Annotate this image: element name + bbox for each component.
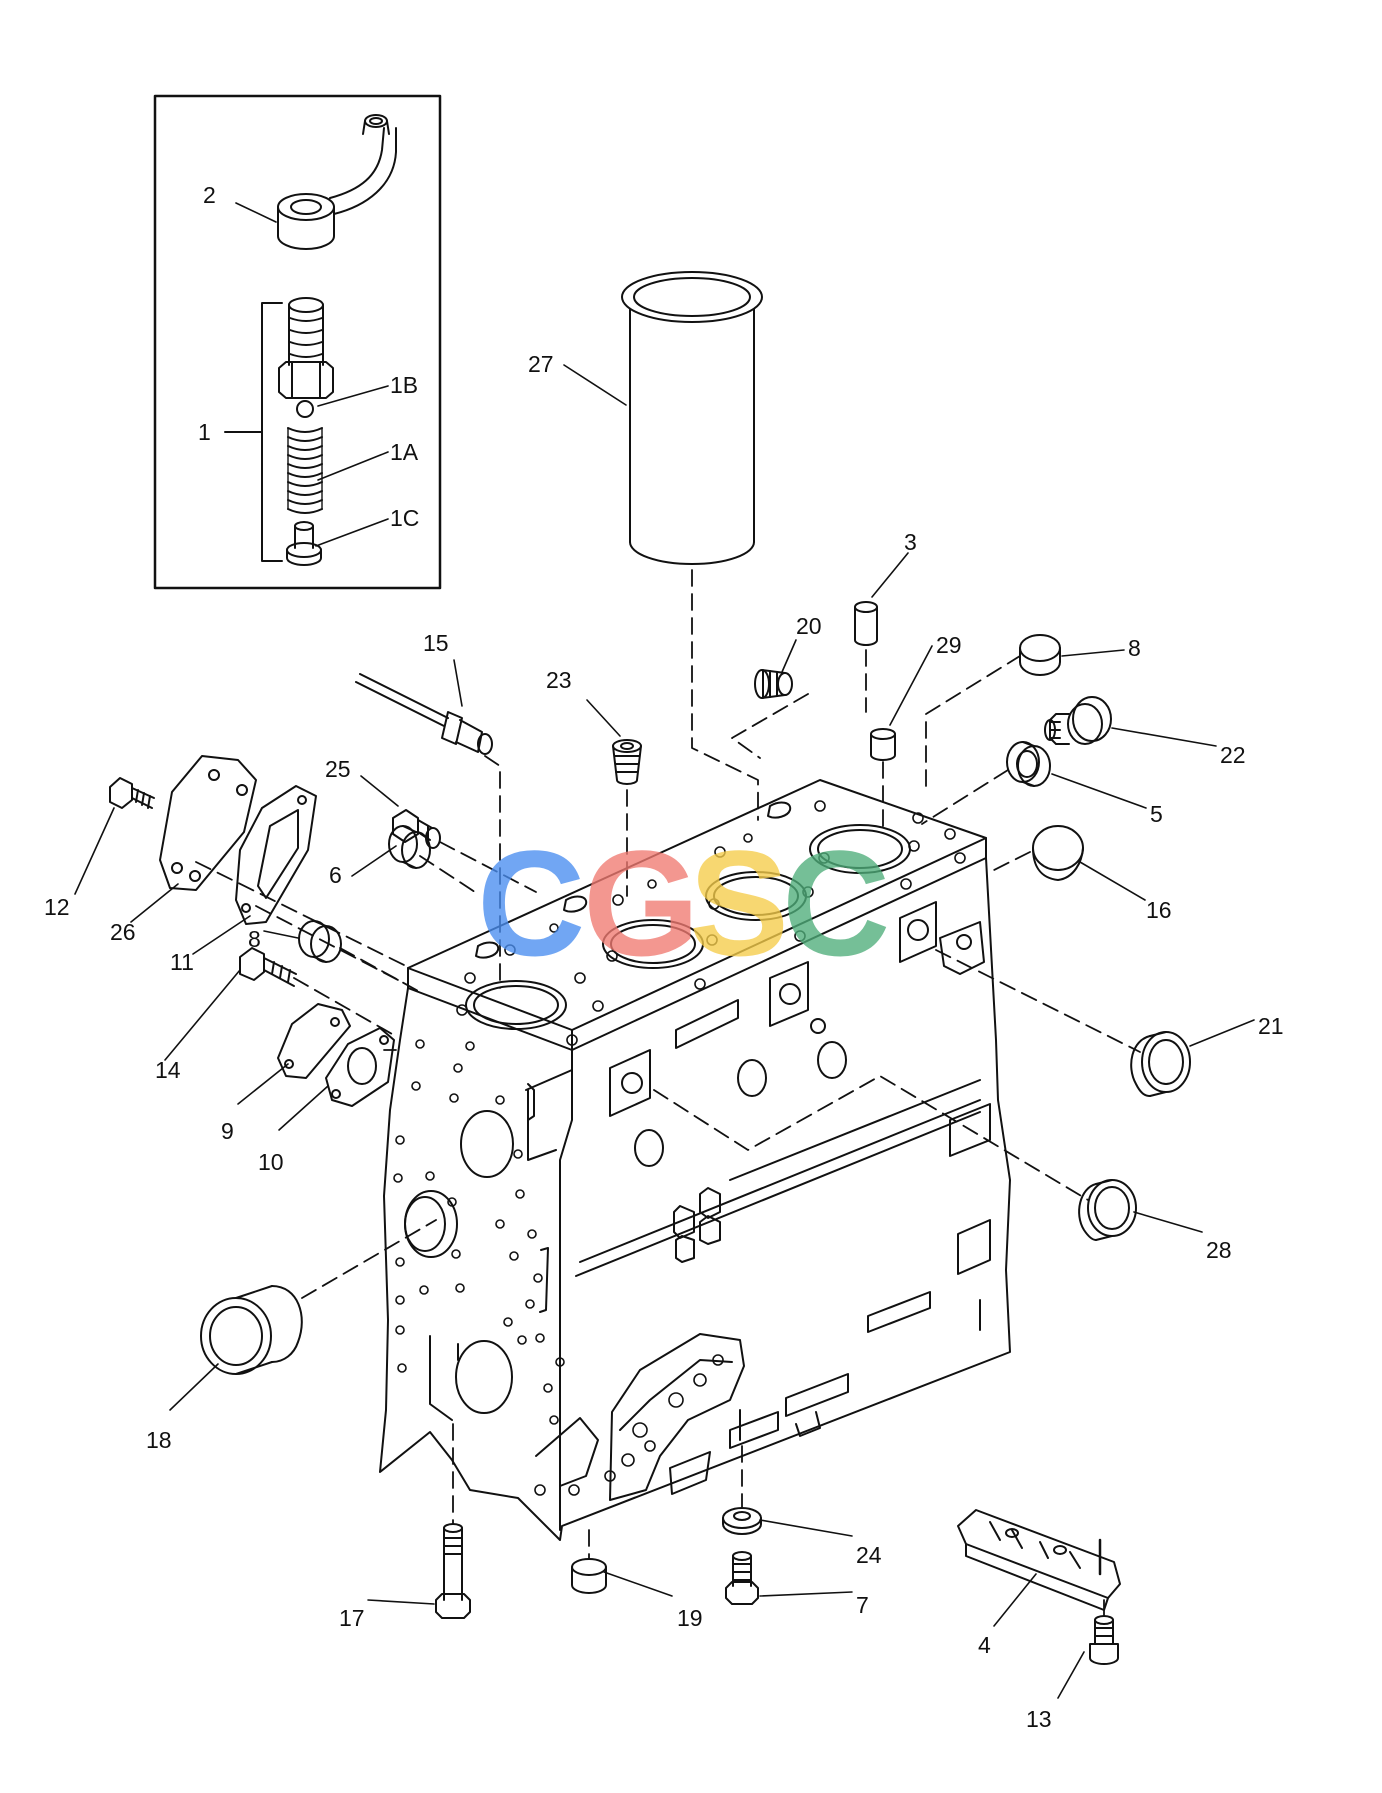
- callout-17: 17: [339, 1605, 365, 1631]
- small-plug-part: [870, 728, 896, 761]
- sensor-rod-part: [355, 673, 493, 755]
- callout-7: 7: [856, 1592, 869, 1618]
- long-bolt-part: [435, 1523, 471, 1619]
- bolt-part: [109, 777, 155, 809]
- large-bushing-part: [200, 1285, 303, 1375]
- gasket-part: [235, 785, 317, 925]
- bolt-part: [1089, 1615, 1119, 1665]
- watermark-letter-1: C: [477, 819, 585, 987]
- washer-part: [722, 1507, 762, 1535]
- assembly-bracket: [224, 302, 283, 562]
- callout-24: 24: [856, 1542, 882, 1568]
- callout-16: 16: [1146, 897, 1172, 923]
- check-ball-part: [296, 400, 314, 418]
- cup-plug-part: [1032, 825, 1084, 881]
- leader-lines: [74, 202, 1255, 1699]
- callout-12: 12: [44, 894, 70, 920]
- callout-6: 6: [329, 862, 342, 888]
- watermark-letter-3: S: [689, 819, 789, 987]
- callout-1b: 1B: [390, 372, 418, 398]
- callout-2: 2: [203, 182, 216, 208]
- watermark-letter-2: G: [583, 819, 700, 987]
- bolt-part: [239, 947, 297, 987]
- callout-13: 13: [1026, 1706, 1052, 1732]
- bushing-part: [1130, 1031, 1191, 1097]
- watermark-letter-4: C: [782, 819, 890, 987]
- assembly-lines: [195, 569, 1141, 1619]
- callout-19: 19: [677, 1605, 703, 1631]
- callout-28: 28: [1206, 1237, 1232, 1263]
- callout-3: 3: [904, 529, 917, 555]
- callout-21: 21: [1258, 1013, 1284, 1039]
- engine-block: [379, 779, 1011, 1541]
- drain-plug-part: [1044, 696, 1112, 745]
- callout-20: 20: [796, 613, 822, 639]
- callout-14: 14: [155, 1057, 181, 1083]
- callout-25: 25: [325, 756, 351, 782]
- inset-frame: [153, 94, 442, 590]
- cover-plate-part: [277, 1003, 351, 1079]
- dowel-pin-part: [854, 601, 878, 646]
- mounting-bracket-part: [957, 1509, 1121, 1611]
- cup-plug-part: [388, 825, 431, 869]
- cylinder-liner-part: [621, 271, 763, 565]
- callout-10: 10: [258, 1149, 284, 1175]
- callout-23: 23: [546, 667, 572, 693]
- callout-1: 1: [198, 419, 211, 445]
- cover-plate-part: [159, 755, 257, 891]
- callout-27: 27: [528, 351, 554, 377]
- cup-plug-part: [1019, 634, 1061, 676]
- callout-29: 29: [936, 632, 962, 658]
- callout-9: 9: [221, 1118, 234, 1144]
- cup-plug-part: [298, 920, 342, 963]
- set-screw-part: [612, 739, 642, 785]
- bushing-part: [1078, 1179, 1137, 1241]
- callout-22: 22: [1220, 742, 1246, 768]
- banjo-fitting-part: [277, 114, 397, 250]
- bolt-part: [725, 1551, 759, 1605]
- callout-26: 26: [110, 919, 136, 945]
- callout-8-top: 8: [1128, 635, 1141, 661]
- cup-plug-part: [571, 1558, 607, 1594]
- callout-labels: 2 1B 1 1A 1C 27 3 20 29 8 15 23 22 25 5 …: [44, 182, 1284, 1732]
- threaded-plug-part: [754, 669, 793, 699]
- callout-8-left: 8: [248, 926, 261, 952]
- callout-18: 18: [146, 1427, 172, 1453]
- watermark: C G S C: [477, 819, 890, 987]
- spring-part: [287, 427, 323, 514]
- callout-1a: 1A: [390, 439, 419, 465]
- plunger-part: [286, 521, 322, 566]
- callout-1c: 1C: [390, 505, 419, 531]
- gasket-part: [325, 1027, 395, 1107]
- sealing-washer-part: [1006, 741, 1051, 787]
- hollow-bolt-part: [278, 297, 334, 399]
- callout-4: 4: [978, 1632, 991, 1658]
- callout-15: 15: [423, 630, 449, 656]
- callout-11: 11: [170, 949, 194, 975]
- callout-5: 5: [1150, 801, 1163, 827]
